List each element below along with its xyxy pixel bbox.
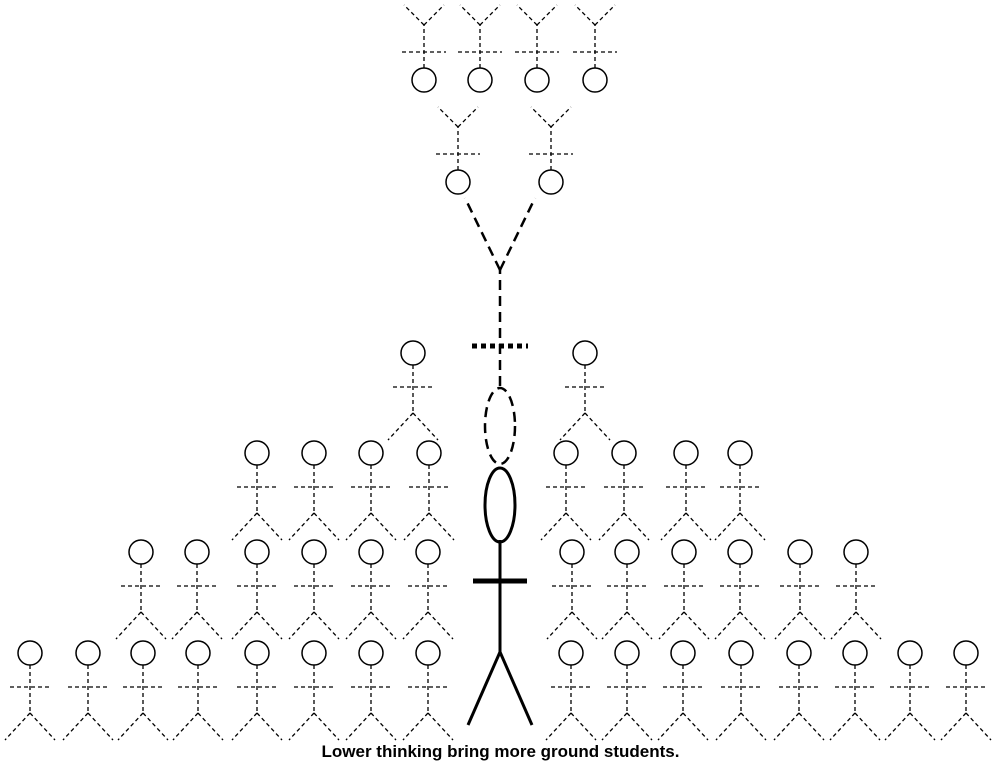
ground-student-figure xyxy=(345,539,397,640)
caption: Lower thinking bring more ground student… xyxy=(321,742,680,761)
ground-student-figure xyxy=(231,440,283,541)
central-figure-head xyxy=(483,466,517,544)
central-figure xyxy=(463,197,537,726)
top-figure xyxy=(402,4,446,93)
ground-student-figure xyxy=(62,640,114,741)
ground-student-figure xyxy=(940,640,992,741)
ground-student-figure xyxy=(598,440,650,541)
ground-student-figure xyxy=(117,640,169,741)
ground-student-figure xyxy=(231,640,283,741)
ground-student-figure xyxy=(115,539,167,640)
ground-student-figure xyxy=(540,440,592,541)
ground-student-figure xyxy=(345,640,397,741)
top-figure xyxy=(458,4,502,93)
central-figure-reflected-leg-right xyxy=(498,197,537,271)
ground-student-figure xyxy=(829,640,881,741)
top-figure xyxy=(515,4,559,93)
ground-student-figure xyxy=(231,539,283,640)
ground-student-figure xyxy=(402,640,454,741)
ground-student-figure xyxy=(774,539,826,640)
ground-student-figure xyxy=(402,539,454,640)
ground-student-figure xyxy=(4,640,56,741)
ground-student-figure xyxy=(345,440,397,541)
ground-student-figure xyxy=(288,440,340,541)
ground-student-figure xyxy=(171,539,223,640)
ground-student-figure xyxy=(403,440,455,541)
ground-student-figure xyxy=(546,539,598,640)
branch-figure xyxy=(436,106,480,195)
ground-student-figure xyxy=(714,440,766,541)
ground-students xyxy=(4,340,992,741)
ground-student-figure xyxy=(714,539,766,640)
ground-student-figure xyxy=(715,640,767,741)
ground-student-figure xyxy=(387,340,439,441)
central-figure-leg-left xyxy=(466,651,502,726)
ground-student-figure xyxy=(559,340,611,441)
ground-student-figure xyxy=(601,539,653,640)
ground-student-figure xyxy=(288,539,340,640)
ground-student-figure xyxy=(830,539,882,640)
ground-student-figure xyxy=(172,640,224,741)
ground-student-figure xyxy=(545,640,597,741)
central-figure-leg-right xyxy=(498,651,534,726)
central-figure-reflected-head xyxy=(483,386,517,466)
ground-student-figure xyxy=(773,640,825,741)
ground-student-figure xyxy=(884,640,936,741)
ground-student-figure xyxy=(658,539,710,640)
branch-figure xyxy=(529,106,573,195)
ground-student-figure xyxy=(288,640,340,741)
ground-student-figure xyxy=(657,640,709,741)
ground-student-figure xyxy=(660,440,712,541)
central-figure-reflected-leg-left xyxy=(463,197,502,271)
ground-student-figure xyxy=(601,640,653,741)
top-figure xyxy=(573,4,617,93)
upper-tree-figures xyxy=(402,4,617,195)
